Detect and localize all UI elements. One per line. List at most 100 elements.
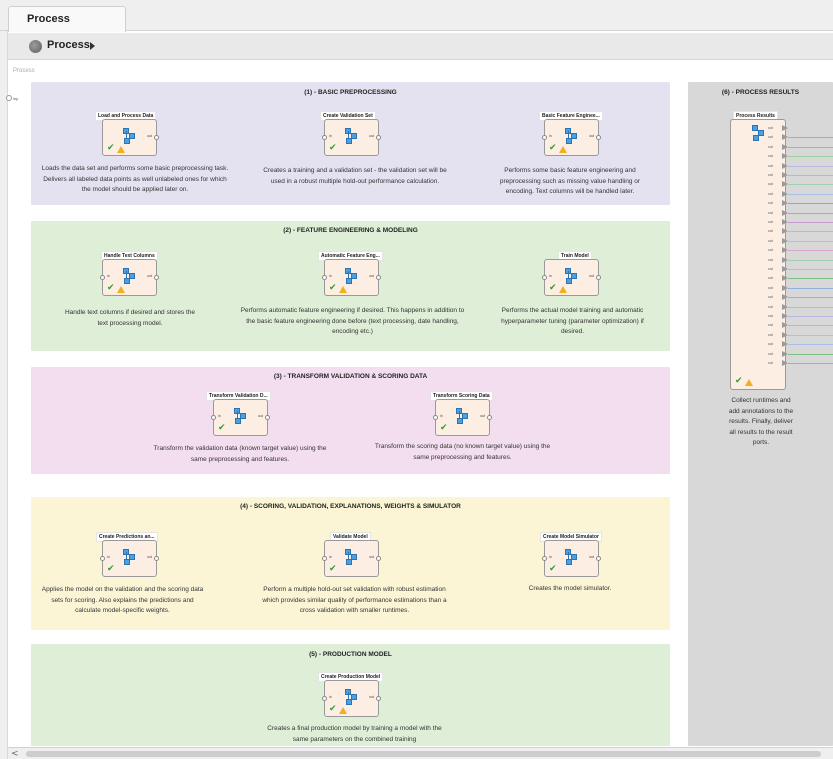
result-output-port[interactable] (782, 247, 788, 254)
result-output-port[interactable] (782, 284, 788, 291)
result-output-port[interactable] (782, 172, 788, 178)
operator-automatic-feature-engineering[interactable]: in out ✔ (322, 259, 381, 296)
connection-wire (788, 146, 833, 148)
breadcrumb-item-process[interactable]: Process (47, 39, 90, 51)
connection-wire (788, 316, 833, 317)
canvas-input-port[interactable] (6, 95, 12, 101)
group-title: (5) - PRODUCTION MODEL (309, 651, 392, 658)
horizontal-scrollbar[interactable]: < (8, 747, 833, 759)
operator-icon (345, 268, 360, 284)
output-port[interactable] (596, 556, 601, 561)
connection-wire (788, 212, 833, 214)
input-port[interactable] (542, 556, 547, 561)
connection-wire (788, 363, 833, 364)
output-port[interactable] (265, 415, 270, 420)
result-output-port[interactable] (782, 313, 788, 319)
result-output-port[interactable] (782, 322, 788, 329)
result-output-port[interactable] (782, 219, 788, 225)
left-edge (0, 31, 8, 759)
chevron-right-icon[interactable] (90, 42, 95, 50)
output-port[interactable] (154, 556, 159, 561)
operator-train-model[interactable]: in out ✔ (542, 259, 601, 296)
input-port[interactable] (322, 696, 327, 701)
result-output-port[interactable] (782, 294, 788, 301)
check-icon: ✔ (329, 564, 337, 574)
group-transform-validation-scoring[interactable] (31, 367, 670, 474)
warning-icon (117, 146, 125, 153)
result-output-port[interactable] (782, 350, 788, 357)
output-port[interactable] (154, 135, 159, 140)
operator-icon (565, 268, 580, 284)
tab-label: Process (27, 13, 70, 25)
output-port[interactable] (376, 275, 381, 280)
connection-wire (788, 203, 833, 205)
operator-create-predictions[interactable]: in out ✔ (100, 540, 159, 577)
result-output-port[interactable] (782, 153, 788, 160)
result-output-port[interactable] (782, 190, 788, 197)
result-output-port[interactable] (782, 228, 788, 235)
input-port[interactable] (100, 275, 105, 280)
operator-handle-text-columns[interactable]: in out ✔ (100, 259, 159, 296)
operator-transform-validation-data[interactable]: in out ✔ (211, 399, 270, 436)
operator-load-and-process-data[interactable]: out ✔ (102, 119, 159, 156)
output-port[interactable] (487, 415, 492, 420)
connection-wire (788, 259, 833, 261)
operator-transform-scoring-data[interactable]: in out ✔ (433, 399, 492, 436)
input-port[interactable] (100, 556, 105, 561)
operator-description: Performs automatic feature engineering i… (240, 307, 465, 335)
result-output-port[interactable] (782, 341, 788, 348)
port-label: out (768, 332, 773, 337)
connection-wire (788, 231, 833, 233)
result-output-port[interactable] (782, 360, 788, 366)
operator-create-validation-set[interactable]: in out ✔ (322, 119, 381, 156)
output-port[interactable] (596, 275, 601, 280)
result-output-port[interactable] (782, 162, 788, 169)
output-port[interactable] (376, 556, 381, 561)
result-output-port[interactable] (782, 275, 788, 282)
check-icon: ✔ (549, 283, 557, 293)
result-output-port[interactable] (782, 303, 788, 310)
port-label: out (768, 191, 773, 196)
input-port[interactable] (322, 556, 327, 561)
result-output-port[interactable] (782, 134, 788, 141)
result-output-port[interactable] (782, 237, 788, 244)
input-port[interactable] (322, 275, 327, 280)
result-output-port[interactable] (782, 266, 788, 272)
operator-description: Creates a final production model by trai… (267, 725, 442, 743)
port-label: out (768, 135, 773, 140)
port-label: out (589, 134, 594, 138)
input-port[interactable] (542, 135, 547, 140)
output-port[interactable] (596, 135, 601, 140)
result-output-port[interactable] (782, 256, 788, 263)
port-label: out (768, 126, 773, 130)
connection-wire (788, 165, 833, 167)
check-icon: ✔ (329, 143, 337, 153)
check-icon: ✔ (329, 283, 337, 293)
operator-validate-model[interactable]: in out ✔ (322, 540, 381, 577)
result-output-port[interactable] (782, 125, 788, 131)
scrollbar-thumb[interactable] (26, 751, 821, 757)
port-label: in (329, 134, 332, 138)
operator-create-model-simulator[interactable]: in out ✔ (542, 540, 601, 577)
result-output-port[interactable] (782, 181, 788, 188)
result-output-port[interactable] (782, 200, 788, 207)
operator-process-results[interactable]: ✔ (730, 119, 786, 390)
result-output-port[interactable] (782, 143, 788, 150)
output-port[interactable] (154, 275, 159, 280)
result-output-port[interactable] (782, 209, 788, 216)
operator-create-production-model[interactable]: in out ✔ (322, 680, 381, 717)
input-port[interactable] (542, 275, 547, 280)
output-port[interactable] (376, 135, 381, 140)
input-port[interactable] (322, 135, 327, 140)
input-port[interactable] (211, 415, 216, 420)
port-label: out (768, 276, 773, 281)
output-port[interactable] (376, 696, 381, 701)
result-output-port[interactable] (782, 331, 788, 338)
operator-basic-feature-engineering[interactable]: in out ✔ (542, 119, 601, 156)
operator-description: Perform a multiple hold-out set validati… (262, 586, 447, 614)
scroll-left-icon[interactable]: < (11, 749, 19, 759)
tab-process[interactable]: Process (8, 6, 126, 32)
port-label: out (768, 351, 773, 356)
port-label: out (768, 173, 773, 177)
input-port[interactable] (433, 415, 438, 420)
